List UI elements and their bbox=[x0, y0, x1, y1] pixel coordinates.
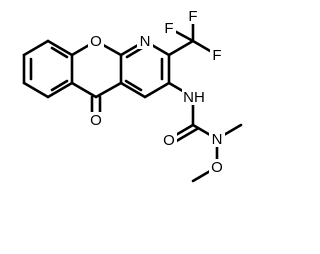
benzene-ring bbox=[22, 39, 74, 99]
atom-labels: O N F F F O NH O N O bbox=[88, 8, 225, 176]
amide-nh-label: NH bbox=[183, 89, 205, 106]
pyridine-nitrogen-label: N bbox=[140, 33, 151, 50]
pyranone-ring bbox=[70, 39, 123, 120]
fluorine-right-label: F bbox=[212, 47, 221, 64]
methyl-amine-nitrogen-label: N bbox=[212, 131, 223, 148]
fluorine-top-label: F bbox=[188, 8, 197, 25]
ring-oxygen-label: O bbox=[90, 33, 102, 50]
urea-oxygen-label: O bbox=[163, 132, 175, 149]
methoxy-oxygen-label: O bbox=[211, 159, 223, 176]
fluorine-left-label: F bbox=[164, 20, 173, 37]
ketone-oxygen-label: O bbox=[90, 112, 102, 129]
